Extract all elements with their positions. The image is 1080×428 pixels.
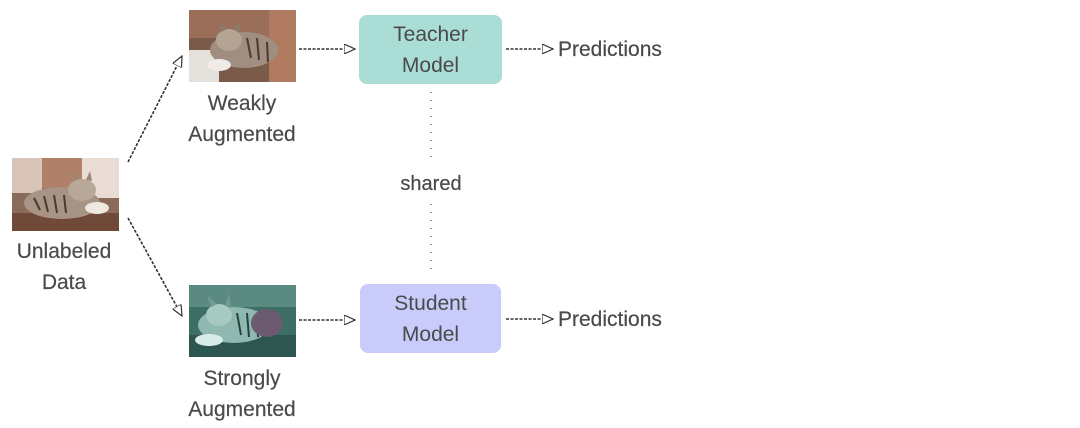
arrow-input-to-strong — [127, 217, 183, 316]
teacher-predictions-label: Predictions — [558, 38, 662, 61]
student-label-line2: Model — [401, 322, 460, 346]
arrow-input-to-weak — [127, 56, 183, 163]
weakly-augmented-label: Weakly Augmented — [166, 88, 318, 150]
teacher-label-line1: Teacher — [393, 22, 468, 46]
unlabeled-cat-image — [12, 158, 119, 231]
teacher-model-box: Teacher Model — [359, 15, 502, 84]
unlabeled-data-label: Unlabeled Data — [0, 236, 128, 298]
unlabeled-label-line1: Unlabeled — [16, 240, 112, 263]
student-label-line1: Student — [394, 291, 467, 315]
strongly-augmented-label: Strongly Augmented — [166, 363, 318, 425]
shared-label: shared — [400, 173, 462, 195]
strongly-label-line2: Augmented — [188, 398, 296, 421]
strongly-label-line1: Strongly — [203, 367, 281, 390]
student-predictions-label: Predictions — [558, 308, 662, 331]
weakly-augmented-cat-image — [189, 10, 296, 82]
unlabeled-label-line2: Data — [41, 271, 87, 294]
student-model-box: Student Model — [360, 284, 501, 353]
weakly-label-line1: Weakly — [207, 92, 277, 115]
strongly-augmented-cat-image — [189, 285, 296, 357]
teacher-label-line2: Model — [401, 53, 460, 77]
weakly-label-line2: Augmented — [188, 123, 296, 146]
